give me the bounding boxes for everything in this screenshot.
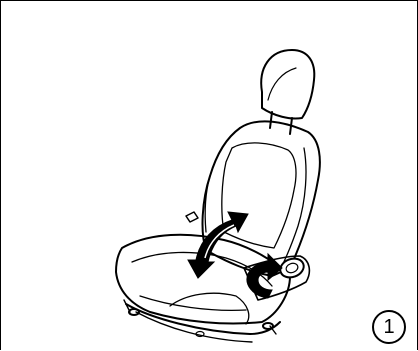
lever-arrow (246, 252, 283, 299)
seat-back (201, 120, 321, 277)
callout-number: 1 (372, 310, 406, 344)
recline-knob (279, 257, 305, 279)
recline-arrow (187, 211, 249, 279)
headrest (260, 49, 316, 120)
